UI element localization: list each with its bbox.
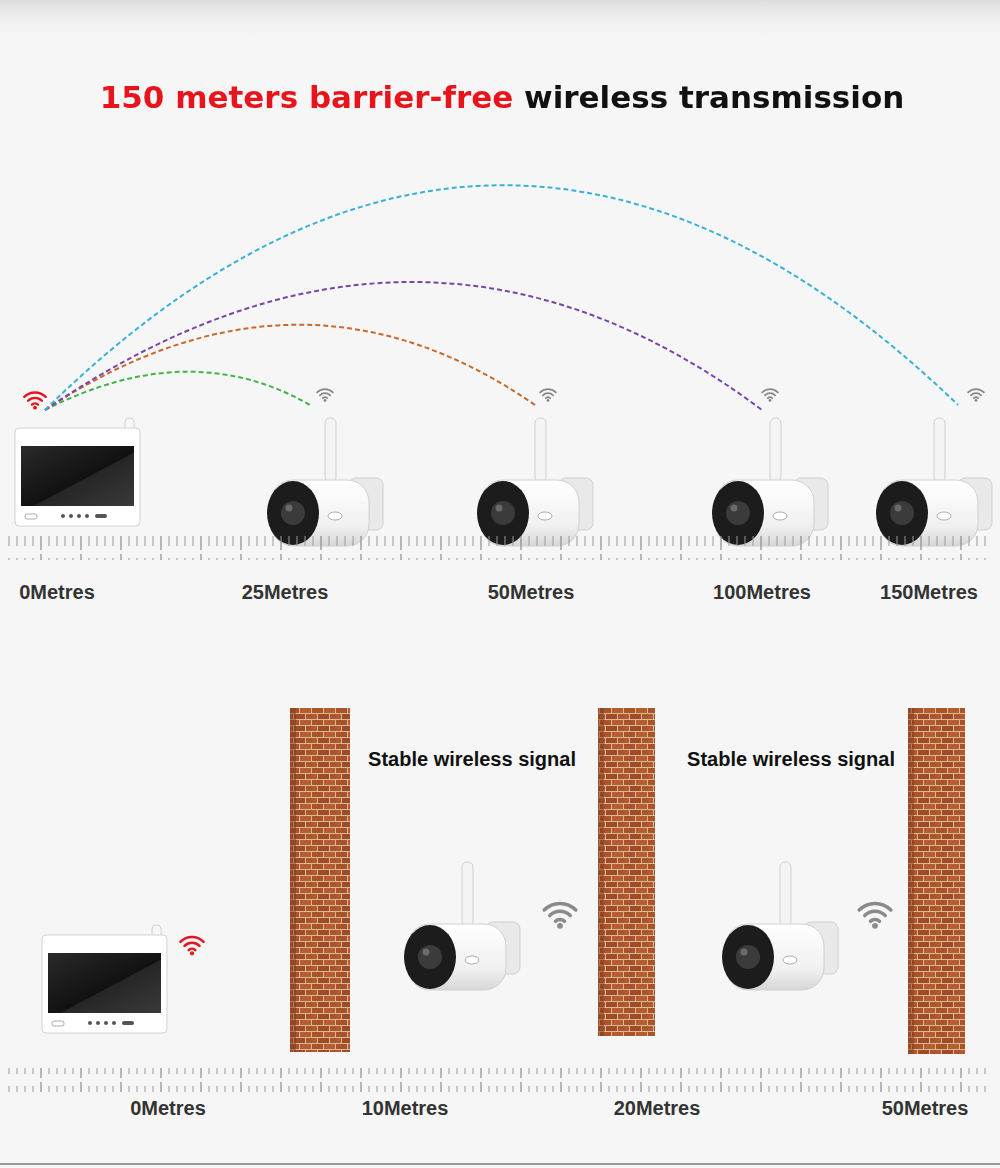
camera <box>404 862 520 990</box>
signal-arc <box>45 185 958 410</box>
distance-label: 10Metres <box>362 1097 449 1120</box>
signal-arc <box>45 325 535 410</box>
ruler <box>8 536 992 560</box>
camera <box>477 418 593 546</box>
bottom-rule <box>0 1163 1000 1165</box>
brick-wall <box>598 708 655 1036</box>
signal-arc <box>45 372 310 410</box>
ruler <box>8 1068 992 1092</box>
camera <box>712 418 828 546</box>
wall-edge <box>908 708 914 1054</box>
brick-wall <box>290 708 350 1052</box>
camera <box>722 862 838 990</box>
monitor <box>42 925 167 1033</box>
wifi-icon <box>317 389 333 402</box>
brick-wall <box>908 708 965 1054</box>
distance-label: 50Metres <box>488 581 575 604</box>
wall-edge <box>290 708 296 1052</box>
wall-edge <box>598 708 604 1036</box>
wifi-icon <box>544 903 576 928</box>
distance-label: 50Metres <box>882 1097 969 1120</box>
distance-label: 25Metres <box>242 581 329 604</box>
walls <box>290 708 965 1054</box>
distance-label: 0Metres <box>19 581 95 604</box>
distance-label: 150Metres <box>880 581 978 604</box>
signal-arcs <box>45 185 958 410</box>
wifi-icon <box>540 389 556 402</box>
wifi-icon <box>859 903 891 928</box>
distance-label: 0Metres <box>130 1097 206 1120</box>
signal-arc <box>45 282 762 410</box>
distance-label: 20Metres <box>614 1097 701 1120</box>
top-shade <box>0 0 1000 40</box>
wifi-icon <box>24 392 45 409</box>
title: 150 meters barrier-free wireless transmi… <box>100 79 905 115</box>
signal-note: Stable wireless signal <box>687 748 895 771</box>
monitor <box>15 418 140 526</box>
wifi-icon <box>180 937 203 955</box>
wifi-icon <box>762 389 778 402</box>
camera <box>876 418 992 546</box>
distance-label: 100Metres <box>713 581 811 604</box>
signal-note: Stable wireless signal <box>368 748 576 771</box>
wifi-icon <box>968 389 984 402</box>
camera <box>267 418 383 546</box>
